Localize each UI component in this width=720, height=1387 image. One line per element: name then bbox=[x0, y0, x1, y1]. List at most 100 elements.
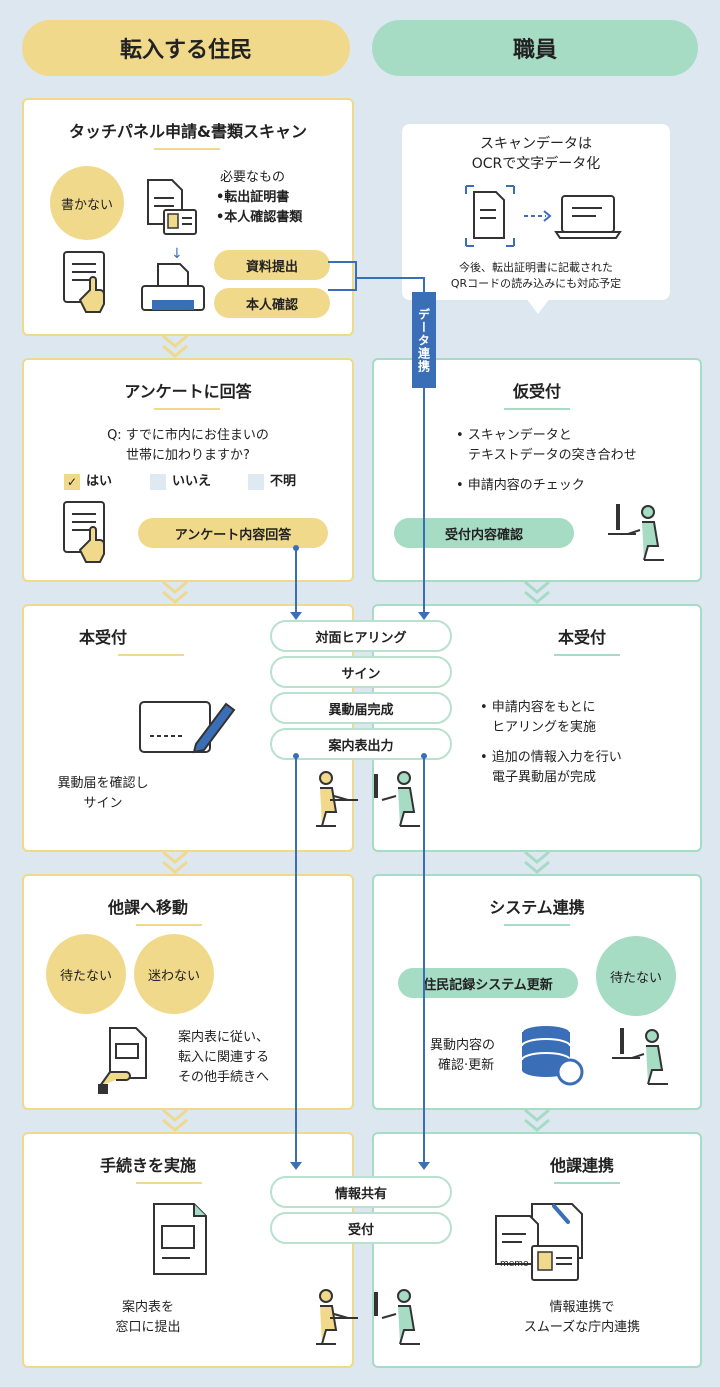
option-yes[interactable]: ✓はい bbox=[64, 472, 112, 492]
provisional-bullet-1b: テキストデータの突き合わせ bbox=[468, 448, 637, 463]
panel-procedure: 手続きを実施 案内表を 窓口に提出 bbox=[22, 1132, 358, 1368]
main-staff-bullet-1a: • 申請内容をもとに bbox=[480, 700, 596, 715]
other-dept-title: 他課連携 bbox=[549, 1156, 614, 1175]
other-dept-caption-1: 情報連携で bbox=[549, 1300, 615, 1315]
tablet-touch-icon bbox=[63, 501, 105, 563]
pill-guide-output: 案内表出力 bbox=[270, 728, 452, 760]
staff-at-desk-icon bbox=[612, 1028, 668, 1085]
pill-submit-documents: 資料提出 bbox=[214, 250, 330, 280]
pill-confirm-reception: 受付内容確認 bbox=[394, 518, 574, 548]
chevron-down-icon bbox=[162, 850, 188, 874]
chevron-down-icon bbox=[162, 1108, 188, 1132]
checkbox-icon bbox=[150, 473, 166, 490]
main-resident-caption-1: 異動届を確認し bbox=[57, 776, 149, 791]
guide-document-icon bbox=[153, 1203, 207, 1275]
staff-at-desk-icon bbox=[374, 1289, 420, 1345]
chevron-down-icon bbox=[162, 580, 188, 604]
pill-face-hearing: 対面ヒアリング bbox=[270, 620, 452, 652]
check-icon: ✓ bbox=[64, 473, 80, 490]
header-staff: 職員 bbox=[372, 20, 698, 76]
bubble-no-waiting-staff: 待たない bbox=[596, 936, 676, 1016]
title-underline bbox=[118, 654, 184, 656]
chevron-down-icon bbox=[524, 580, 550, 604]
sign-tablet-pen-icon bbox=[139, 701, 236, 754]
checkbox-icon bbox=[248, 473, 264, 490]
move-text-2: 転入に関連する bbox=[178, 1050, 270, 1065]
staff-at-desk-icon bbox=[374, 771, 420, 827]
panel-move: 他課へ移動 待たない 迷わない 案内表に従い、 転入に関連する その他手続きへ bbox=[22, 874, 354, 1110]
survey-question-1: Q: すでに市内にお住まいの bbox=[107, 428, 269, 443]
pill-sign: サイン bbox=[270, 656, 452, 688]
survey-question-2: 世帯に加わりますか? bbox=[126, 448, 250, 463]
resident-at-desk-icon bbox=[316, 1289, 358, 1345]
title-underline bbox=[154, 148, 220, 150]
title-underline bbox=[154, 408, 220, 410]
id-card-document-icon bbox=[147, 179, 197, 235]
panel-provisional: 仮受付 • スキャンデータと テキストデータの突き合わせ • 申請内容のチェック… bbox=[372, 358, 702, 582]
panel-other-dept: 他課連携 memo 情報連携で スムーズな庁内連携 bbox=[372, 1132, 702, 1368]
main-staff-title: 本受付 bbox=[557, 628, 606, 647]
pill-resident-record-update: 住民記録システム更新 bbox=[398, 968, 578, 998]
pill-info-share: 情報共有 bbox=[270, 1176, 452, 1208]
pill-id-verification: 本人確認 bbox=[214, 288, 330, 318]
title-underline bbox=[136, 924, 202, 926]
tablet-touch-icon bbox=[63, 251, 105, 313]
memo-label: memo bbox=[500, 1259, 529, 1269]
provisional-title: 仮受付 bbox=[512, 382, 561, 401]
move-text-3: その他手続きへ bbox=[178, 1070, 270, 1085]
ocr-line-2: OCRで文字データ化 bbox=[471, 156, 601, 172]
ocr-conversion-icon bbox=[465, 185, 622, 247]
provisional-bullet-1a: • スキャンデータと bbox=[456, 428, 572, 443]
bubble-no-getting-lost: 迷わない bbox=[134, 934, 214, 1014]
procedure-title: 手続きを実施 bbox=[99, 1156, 196, 1175]
ocr-callout: スキャンデータは OCRで文字データ化 今後、転出証明書に記載された QRコード… bbox=[402, 124, 670, 300]
required-item-2: •本人確認書類 bbox=[216, 210, 303, 225]
title-underline bbox=[504, 408, 570, 410]
ocr-note-1: 今後、転出証明書に記載された bbox=[459, 261, 613, 274]
ocr-line-1: スキャンデータは bbox=[480, 136, 592, 152]
bubble-no-waiting: 待たない bbox=[46, 934, 126, 1014]
other-dept-caption-2: スムーズな庁内連携 bbox=[523, 1320, 641, 1335]
title-underline bbox=[554, 1182, 620, 1184]
main-resident-caption-2: サイン bbox=[83, 796, 123, 811]
system-text-1: 異動内容の bbox=[430, 1038, 496, 1053]
bubble-no-writing: 書かない bbox=[50, 166, 124, 240]
arrow-down-icon: ↓ bbox=[171, 246, 183, 262]
callout-tail bbox=[526, 298, 550, 314]
shared-documents-icon bbox=[495, 1203, 583, 1281]
title-underline bbox=[554, 654, 620, 656]
pill-form-complete: 異動届完成 bbox=[270, 692, 452, 724]
required-label: 必要なもの bbox=[220, 170, 286, 185]
move-title: 他課へ移動 bbox=[107, 898, 188, 917]
title-underline bbox=[136, 1182, 202, 1184]
database-sync-icon bbox=[521, 1024, 584, 1086]
panel-survey: アンケートに回答 Q: すでに市内にお住まいの 世帯に加わりますか? ✓はい い… bbox=[22, 358, 354, 582]
procedure-caption-2: 窓口に提出 bbox=[115, 1320, 181, 1335]
procedure-caption-1: 案内表を bbox=[121, 1300, 174, 1315]
hand-holding-guide-icon bbox=[98, 1027, 147, 1094]
pill-reception: 受付 bbox=[270, 1212, 452, 1244]
survey-title: アンケートに回答 bbox=[124, 382, 252, 401]
provisional-bullet-2: • 申請内容のチェック bbox=[456, 478, 585, 493]
data-link-label: データ連携 bbox=[412, 292, 436, 388]
chevron-down-icon bbox=[524, 1108, 550, 1132]
scanner-icon bbox=[141, 263, 205, 311]
ocr-note-2: QRコードの読み込みにも対応予定 bbox=[450, 277, 622, 290]
header-resident: 転入する住民 bbox=[22, 20, 350, 76]
system-title: システム連携 bbox=[489, 898, 585, 917]
main-staff-bullet-2a: • 追加の情報入力を行い bbox=[480, 750, 622, 765]
main-staff-bullet-1b: ヒアリングを実施 bbox=[492, 720, 597, 735]
touch-panel-title: タッチパネル申請&書類スキャン bbox=[69, 122, 307, 141]
main-resident-title: 本受付 bbox=[78, 628, 127, 647]
main-staff-bullet-2b: 電子異動届が完成 bbox=[492, 770, 597, 785]
option-unknown[interactable]: 不明 bbox=[248, 472, 296, 492]
resident-at-desk-icon bbox=[316, 771, 358, 827]
chevron-down-icon bbox=[524, 850, 550, 874]
panel-system: システム連携 住民記録システム更新 待たない 異動内容の 確認·更新 bbox=[372, 874, 702, 1110]
title-underline bbox=[504, 924, 570, 926]
staff-at-desk-icon bbox=[608, 504, 664, 561]
option-no[interactable]: いいえ bbox=[150, 472, 211, 492]
move-text-1: 案内表に従い、 bbox=[178, 1030, 270, 1045]
panel-touch-panel: タッチパネル申請&書類スキャン 書かない ↓ 必要なもの •転出証明書 •本人確… bbox=[22, 98, 354, 336]
required-item-1: •転出証明書 bbox=[216, 190, 290, 205]
